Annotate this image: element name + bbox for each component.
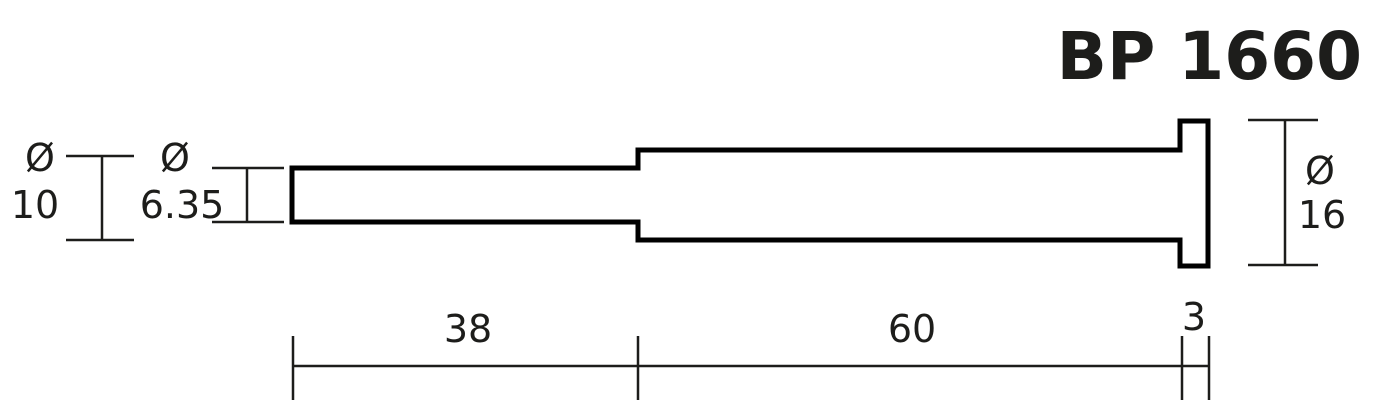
diameter-symbol: Ø [160,136,190,180]
pin-outline [289,118,1211,269]
diameter-10-value: 10 [11,183,59,227]
diameter-6-35-dimension: Ø 6.35 [140,136,284,227]
length-60-value: 60 [888,307,936,351]
diameter-symbol: Ø [25,136,55,180]
diameter-symbol: Ø [1305,149,1335,193]
diameter-6-35-value: 6.35 [140,183,225,227]
diameter-16-dimension: Ø 16 [1248,118,1346,267]
diameter-16-value: 16 [1298,193,1346,237]
length-dimensions: 38 60 3 [291,295,1211,400]
part-number-title: BP 1660 [1057,18,1362,95]
diameter-10-dimension: Ø 10 [11,136,134,242]
length-38-value: 38 [444,307,492,351]
length-3-value: 3 [1182,295,1206,339]
